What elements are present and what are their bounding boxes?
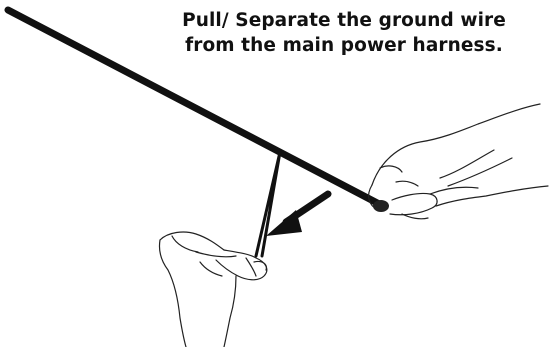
caption-line-2: from the main power harness. (138, 33, 550, 58)
caption-line-1: Pull/ Separate the ground wire (138, 8, 550, 33)
ground-wire (256, 152, 280, 256)
harness-end (373, 200, 389, 212)
pull-direction-arrow (266, 194, 328, 236)
right-hand (369, 104, 548, 219)
left-hand (159, 232, 266, 347)
instruction-caption: Pull/ Separate the ground wire from the … (138, 8, 550, 58)
